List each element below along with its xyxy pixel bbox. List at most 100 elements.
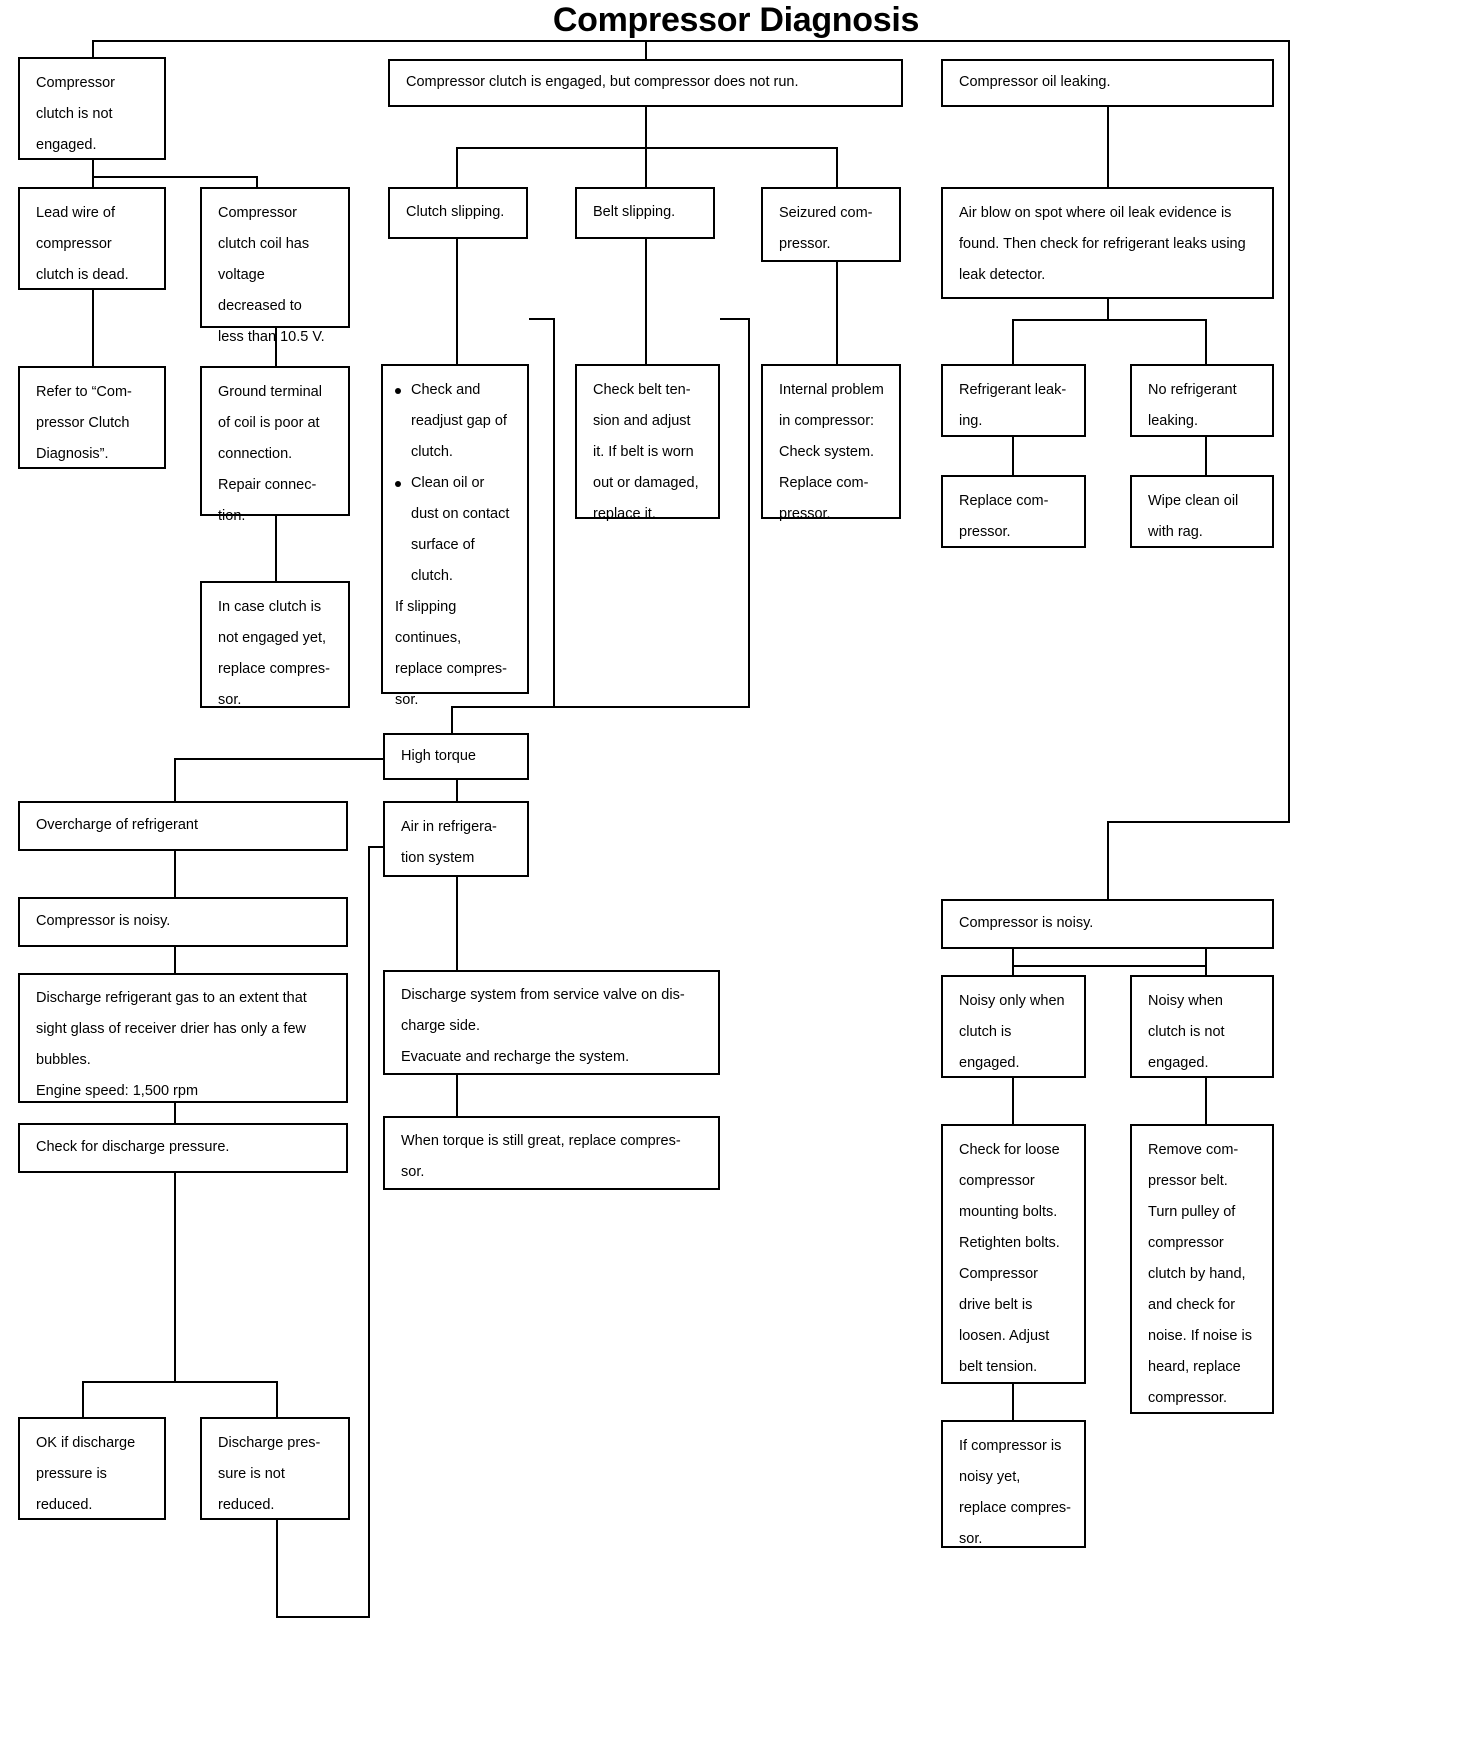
node-line: pressure is bbox=[36, 1466, 107, 1482]
node-line: connection. bbox=[218, 446, 293, 462]
node-line: engaged. bbox=[36, 137, 97, 153]
node-check-belt-tension: Check belt ten- sion and adjust it. If b… bbox=[575, 364, 720, 522]
node-line: Seizured com- bbox=[779, 205, 873, 221]
node-line: voltage bbox=[218, 267, 265, 283]
node-line: Clean oil or bbox=[411, 475, 485, 491]
node-pressure-not-reduced: Discharge pres- sure is not reduced. bbox=[200, 1417, 350, 1520]
connector-norefrigerant-to-wipe bbox=[1205, 437, 1207, 477]
node-line: Noisy when bbox=[1148, 993, 1223, 1009]
node-line: Discharge system from service valve on d… bbox=[401, 987, 685, 1003]
node-line: replace compres- bbox=[395, 661, 508, 677]
node-line: Internal problem bbox=[779, 382, 884, 398]
node-line: clutch coil has bbox=[218, 236, 310, 252]
node-line: engaged. bbox=[1148, 1055, 1209, 1071]
node-line: Discharge refrigerant gas to an extent t… bbox=[36, 990, 307, 1006]
node-line: Compressor oil leaking. bbox=[959, 74, 1111, 90]
node-discharge-system-service-valve: Discharge system from service valve on d… bbox=[383, 970, 720, 1075]
node-line: Refrigerant leak- bbox=[959, 382, 1067, 398]
node-line: decreased to bbox=[218, 298, 302, 314]
node-line: in compressor: bbox=[779, 413, 875, 429]
node-line: Check belt ten- bbox=[593, 382, 691, 398]
node-compressor-noisy-right: Compressor is noisy. bbox=[941, 899, 1274, 949]
connector-leadwire-to-refer bbox=[92, 290, 94, 368]
node-refrigerant-leaking: Refrigerant leak- ing. bbox=[941, 364, 1086, 437]
node-line: it. If belt is worn bbox=[593, 444, 694, 460]
node-line: clutch is bbox=[959, 1024, 1012, 1040]
node-check-discharge-pressure: Check for discharge pressure. bbox=[18, 1123, 348, 1173]
node-line: charge side. bbox=[401, 1018, 480, 1034]
connector-feedback-right bbox=[276, 1616, 370, 1618]
node-line: reduced. bbox=[36, 1497, 93, 1513]
node-noisy-clutch-not-engaged: Noisy when clutch is not engaged. bbox=[1130, 975, 1274, 1078]
node-clutch-not-engaged: Compressor clutch is not engaged. bbox=[18, 57, 166, 160]
connector-coil-to-ground bbox=[275, 328, 277, 368]
node-noisy-clutch-engaged: Noisy only when clutch is engaged. bbox=[941, 975, 1086, 1078]
connector-belt-right-rail bbox=[748, 318, 750, 706]
node-line: Discharge pres- bbox=[218, 1435, 321, 1451]
node-internal-problem: Internal problem in compressor: Check sy… bbox=[761, 364, 901, 522]
connector-clutch-right-rail bbox=[553, 318, 555, 706]
node-line: out or damaged, bbox=[593, 475, 699, 491]
connector-discharge-to-check bbox=[174, 1103, 176, 1125]
node-line: Compressor is noisy. bbox=[36, 913, 171, 929]
node-check-loose-bolts: Check for loose compressor mounting bolt… bbox=[941, 1124, 1086, 1384]
node-line: Retighten bolts. bbox=[959, 1235, 1060, 1251]
node-line: clutch is not bbox=[36, 106, 113, 122]
node-line: pressor Clutch bbox=[36, 415, 130, 431]
node-line: Check system. bbox=[779, 444, 875, 460]
node-line: Replace com- bbox=[779, 475, 869, 491]
connector-to-refrigerant-leaking bbox=[1012, 319, 1014, 366]
node-line: Clutch slipping. bbox=[406, 204, 505, 220]
node-line: sor. bbox=[959, 1531, 983, 1547]
node-line: Compressor bbox=[218, 205, 297, 221]
connector-beltslip-down bbox=[645, 239, 647, 364]
node-line: mounting bolts. bbox=[959, 1204, 1058, 1220]
node-line: dust on contact bbox=[411, 506, 510, 522]
connector-mid-split bbox=[456, 147, 838, 149]
node-air-blow-spot: Air blow on spot where oil leak evidence… bbox=[941, 187, 1274, 299]
connector-noisynot-to-remove bbox=[1205, 1078, 1207, 1126]
node-line: pressor. bbox=[959, 524, 1011, 540]
clutch-action-list: Check and readjust gap of clutch. Clean … bbox=[395, 375, 513, 592]
node-line: High torque bbox=[401, 748, 476, 764]
node-line: sor. bbox=[395, 692, 419, 708]
node-line: When torque is still great, replace comp… bbox=[401, 1133, 681, 1149]
connector-refrigerant-to-replace bbox=[1012, 437, 1014, 477]
node-lead-wire-dead: Lead wire of compressor clutch is dead. bbox=[18, 187, 166, 290]
node-line: Compressor bbox=[959, 1266, 1038, 1282]
connector-seizured-down bbox=[836, 262, 838, 364]
node-high-torque: High torque bbox=[383, 733, 529, 780]
node-line: leak detector. bbox=[959, 267, 1046, 283]
node-line: Overcharge of refrigerant bbox=[36, 817, 198, 833]
node-line: Air in refrigera- bbox=[401, 819, 497, 835]
connector-to-air-in-system bbox=[456, 780, 458, 803]
connector-air-to-dischargesys bbox=[456, 877, 458, 972]
node-line: Ground terminal bbox=[218, 384, 322, 400]
node-compressor-noisy-left: Compressor is noisy. bbox=[18, 897, 348, 947]
connector-to-overcharge bbox=[174, 758, 176, 803]
page-title: Compressor Diagnosis bbox=[552, 1, 920, 39]
node-refer-clutch-diagnosis: Refer to “Com- pressor Clutch Diagnosis”… bbox=[18, 366, 166, 469]
connector-ground-to-incase bbox=[275, 516, 277, 583]
connector-bus-to-high-torque bbox=[451, 706, 453, 735]
connector-overcharge-to-noisy bbox=[174, 851, 176, 899]
node-line: found. Then check for refrigerant leaks … bbox=[959, 236, 1246, 252]
node-line: heard, replace bbox=[1148, 1359, 1241, 1375]
node-line: Check for discharge pressure. bbox=[36, 1139, 230, 1155]
connector-top-to-right bbox=[1288, 40, 1290, 60]
node-line: belt tension. bbox=[959, 1359, 1038, 1375]
node-line: bubbles. bbox=[36, 1052, 91, 1068]
connector-noisy-right-split bbox=[1012, 965, 1205, 967]
connector-leak-split bbox=[1012, 319, 1207, 321]
node-line: replace compres- bbox=[218, 661, 331, 677]
node-line: Compressor bbox=[36, 75, 115, 91]
node-line: tion. bbox=[218, 508, 246, 524]
connector-belt-to-rail bbox=[720, 318, 750, 320]
connector-to-ok-reduced bbox=[82, 1381, 84, 1419]
node-line: Noisy only when bbox=[959, 993, 1065, 1009]
connector-right-rail bbox=[1288, 60, 1290, 823]
connector-to-lead-wire bbox=[92, 176, 94, 189]
node-line: sure is not bbox=[218, 1466, 285, 1482]
node-line: with rag. bbox=[1148, 524, 1203, 540]
node-line: compressor bbox=[1148, 1235, 1224, 1251]
